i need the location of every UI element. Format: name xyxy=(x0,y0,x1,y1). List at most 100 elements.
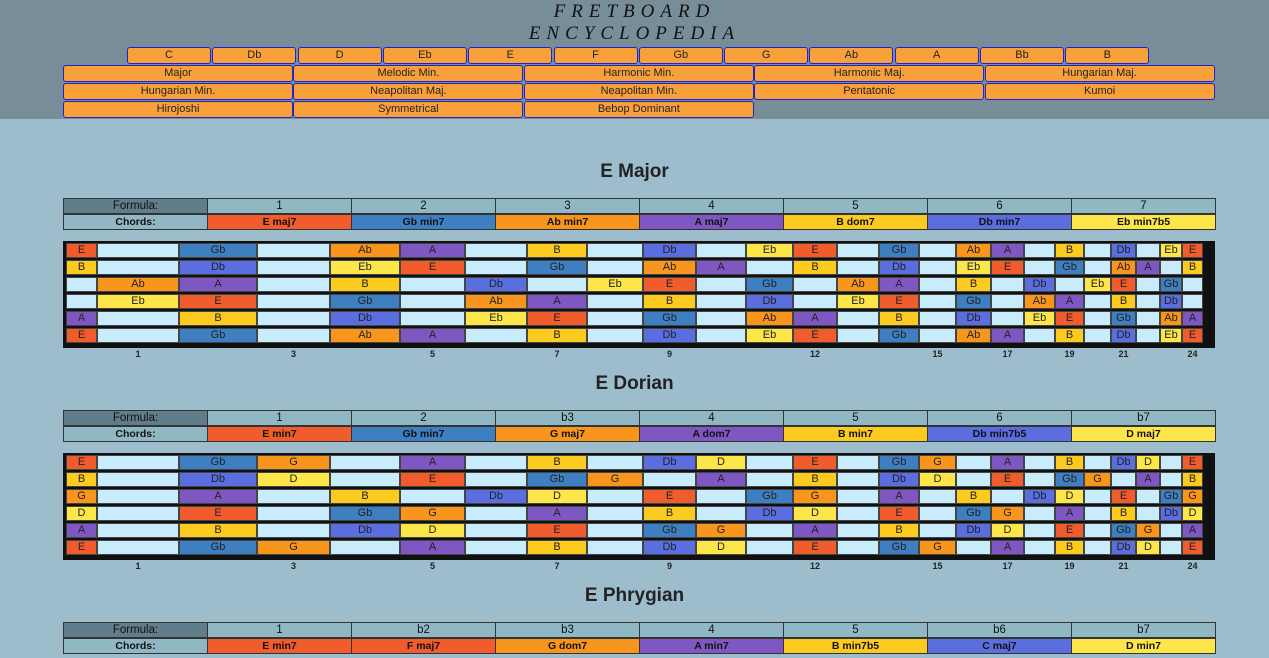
note-cell[interactable]: D xyxy=(400,523,465,538)
empty-cell[interactable] xyxy=(991,311,1024,326)
note-cell[interactable]: G xyxy=(1136,523,1160,538)
empty-cell[interactable] xyxy=(400,277,465,292)
empty-cell[interactable] xyxy=(956,472,991,487)
note-cell[interactable]: Db xyxy=(1111,328,1136,343)
note-cell[interactable]: Gb xyxy=(179,455,257,470)
key-button-b[interactable]: B xyxy=(1065,47,1150,64)
note-cell[interactable]: B xyxy=(793,260,837,275)
empty-cell[interactable] xyxy=(587,243,643,258)
note-cell[interactable]: G xyxy=(919,540,956,555)
empty-cell[interactable] xyxy=(587,540,643,555)
note-cell[interactable]: G xyxy=(257,455,330,470)
note-cell[interactable]: Db xyxy=(643,455,696,470)
note-cell[interactable]: Gb xyxy=(1160,489,1182,504)
empty-cell[interactable] xyxy=(400,294,465,309)
empty-cell[interactable] xyxy=(919,243,956,258)
note-cell[interactable]: Db xyxy=(643,243,696,258)
note-cell[interactable]: Ab xyxy=(1160,311,1182,326)
empty-cell[interactable] xyxy=(1024,523,1055,538)
empty-cell[interactable] xyxy=(587,328,643,343)
empty-cell[interactable] xyxy=(1182,277,1203,292)
empty-cell[interactable] xyxy=(1084,294,1111,309)
scale-type-button-neapolitan-min[interactable]: Neapolitan Min. xyxy=(523,83,754,100)
note-cell[interactable]: B xyxy=(330,277,400,292)
empty-cell[interactable] xyxy=(1084,311,1111,326)
note-cell[interactable]: E xyxy=(1182,243,1203,258)
key-button-c[interactable]: C xyxy=(127,47,211,64)
note-cell[interactable]: E xyxy=(991,472,1024,487)
note-cell[interactable]: Eb xyxy=(1160,243,1182,258)
empty-cell[interactable] xyxy=(919,328,956,343)
note-cell[interactable]: E xyxy=(1055,523,1084,538)
empty-cell[interactable] xyxy=(97,489,179,504)
empty-cell[interactable] xyxy=(97,243,179,258)
note-cell[interactable]: D xyxy=(991,523,1024,538)
note-cell[interactable]: Db xyxy=(879,472,919,487)
note-cell[interactable]: E xyxy=(793,455,837,470)
note-cell[interactable]: G xyxy=(257,540,330,555)
note-cell[interactable]: Gb xyxy=(1111,523,1136,538)
note-cell[interactable]: B xyxy=(66,472,97,487)
note-cell[interactable]: E xyxy=(1182,328,1203,343)
note-cell[interactable]: Db xyxy=(179,472,257,487)
empty-cell[interactable] xyxy=(257,260,330,275)
chord-cell[interactable]: B dom7 xyxy=(783,214,928,230)
note-cell[interactable]: D xyxy=(696,455,746,470)
empty-cell[interactable] xyxy=(587,455,643,470)
note-cell[interactable]: A xyxy=(527,506,587,521)
empty-cell[interactable] xyxy=(400,489,465,504)
empty-cell[interactable] xyxy=(991,294,1024,309)
empty-cell[interactable] xyxy=(257,489,330,504)
empty-cell[interactable] xyxy=(1160,540,1182,555)
note-cell[interactable]: A xyxy=(527,294,587,309)
empty-cell[interactable] xyxy=(919,260,956,275)
key-button-g[interactable]: G xyxy=(724,47,809,64)
empty-cell[interactable] xyxy=(1084,455,1111,470)
scale-type-button-major[interactable]: Major xyxy=(63,65,293,82)
note-cell[interactable]: E xyxy=(527,523,587,538)
note-cell[interactable]: D xyxy=(793,506,837,521)
empty-cell[interactable] xyxy=(793,277,837,292)
key-button-e[interactable]: E xyxy=(468,47,553,64)
empty-cell[interactable] xyxy=(97,523,179,538)
note-cell[interactable]: Ab xyxy=(330,328,400,343)
empty-cell[interactable] xyxy=(793,294,837,309)
note-cell[interactable]: Db xyxy=(1024,277,1055,292)
note-cell[interactable]: E xyxy=(1111,489,1136,504)
note-cell[interactable]: Gb xyxy=(956,506,991,521)
note-cell[interactable]: E xyxy=(793,243,837,258)
empty-cell[interactable] xyxy=(919,506,956,521)
scale-type-button-hungarian-maj[interactable]: Hungarian Maj. xyxy=(984,65,1215,82)
empty-cell[interactable] xyxy=(465,260,527,275)
note-cell[interactable]: A xyxy=(696,260,746,275)
note-cell[interactable]: Gb xyxy=(643,523,696,538)
empty-cell[interactable] xyxy=(1136,506,1160,521)
note-cell[interactable]: D xyxy=(1136,455,1160,470)
empty-cell[interactable] xyxy=(1111,472,1136,487)
note-cell[interactable]: A xyxy=(66,311,97,326)
note-cell[interactable]: A xyxy=(879,489,919,504)
empty-cell[interactable] xyxy=(837,523,879,538)
note-cell[interactable]: D xyxy=(257,472,330,487)
note-cell[interactable]: Gb xyxy=(746,277,793,292)
empty-cell[interactable] xyxy=(400,311,465,326)
note-cell[interactable]: E xyxy=(400,472,465,487)
empty-cell[interactable] xyxy=(465,523,527,538)
chord-cell[interactable]: Ab min7 xyxy=(495,214,640,230)
note-cell[interactable]: A xyxy=(1182,523,1203,538)
note-cell[interactable]: Db xyxy=(746,294,793,309)
empty-cell[interactable] xyxy=(1084,506,1111,521)
note-cell[interactable]: Eb xyxy=(1024,311,1055,326)
note-cell[interactable]: Eb xyxy=(330,260,400,275)
note-cell[interactable]: Gb xyxy=(879,328,919,343)
note-cell[interactable]: B xyxy=(527,243,587,258)
note-cell[interactable]: Ab xyxy=(956,243,991,258)
note-cell[interactable]: Ab xyxy=(97,277,179,292)
empty-cell[interactable] xyxy=(1024,540,1055,555)
empty-cell[interactable] xyxy=(257,523,330,538)
note-cell[interactable]: Db xyxy=(330,311,400,326)
note-cell[interactable]: Gb xyxy=(956,294,991,309)
note-cell[interactable]: E xyxy=(527,311,587,326)
empty-cell[interactable] xyxy=(746,472,793,487)
note-cell[interactable]: B xyxy=(1111,506,1136,521)
